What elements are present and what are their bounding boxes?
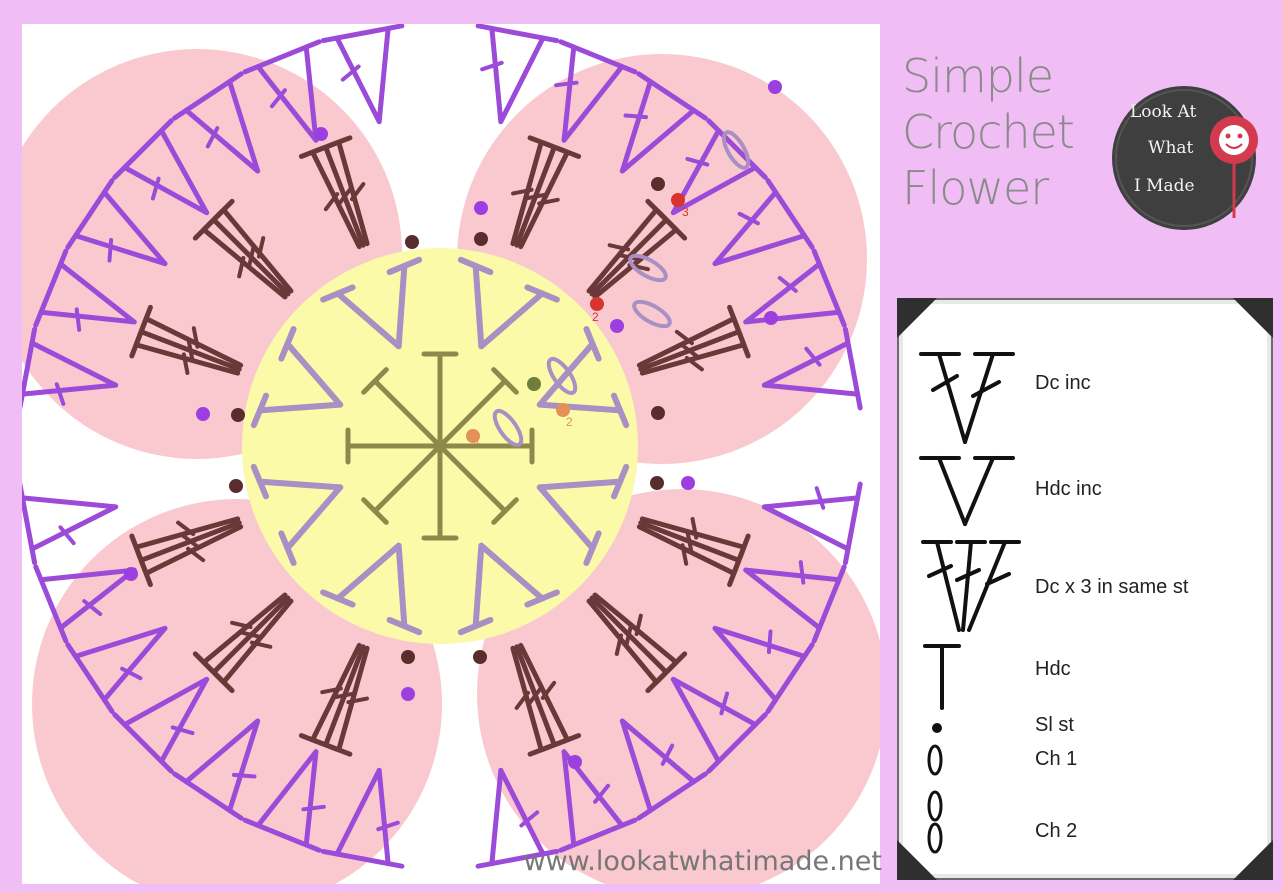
stitch-marker xyxy=(764,311,778,325)
legend-label-dc3: Dc x 3 in same st xyxy=(1035,576,1188,599)
stitch-marker xyxy=(590,297,604,311)
page-title: Simple Crochet Flower xyxy=(902,48,1102,216)
diagram-svg: 1 2 2 3 xyxy=(22,24,880,884)
slst-symbol xyxy=(932,723,942,733)
round4-dc-bar xyxy=(817,488,824,508)
legend-label-hdc: Hdc xyxy=(1035,658,1071,681)
stitch-marker xyxy=(568,755,582,769)
round4-dc-top xyxy=(22,484,35,563)
stitch-marker xyxy=(196,407,210,421)
title-line-3: Flower xyxy=(902,160,1102,216)
logo: Look At What I Made xyxy=(1108,78,1278,242)
round4-dc-bar xyxy=(482,63,502,70)
stitch-marker xyxy=(474,232,488,246)
round4-dc-inc xyxy=(22,498,115,507)
dc3-symbol xyxy=(923,542,1019,630)
stitch-marker xyxy=(651,406,665,420)
stitch-marker xyxy=(650,476,664,490)
stitch-marker xyxy=(401,687,415,701)
stitch-marker xyxy=(527,377,541,391)
legend-label-ch2: Ch 2 xyxy=(1035,820,1077,843)
stitch-marker xyxy=(473,650,487,664)
logo-text-2: What xyxy=(1148,138,1193,158)
stitch-marker xyxy=(229,479,243,493)
round4-dc-bar xyxy=(801,562,803,582)
logo-text-3: I Made xyxy=(1134,176,1195,196)
legend-label-hdc-inc: Hdc inc xyxy=(1035,478,1102,501)
crochet-diagram: 1 2 2 3 www.lookatwhatimade.net xyxy=(22,24,880,884)
round4-dc-bar xyxy=(769,632,771,653)
round4-dc-inc xyxy=(379,28,388,121)
stitch-marker xyxy=(474,201,488,215)
round-number: 1 xyxy=(474,433,481,447)
title-line-2: Crochet xyxy=(902,104,1102,160)
stitch-marker xyxy=(124,567,138,581)
round4-dc-inc xyxy=(764,498,857,507)
hdc-symbol xyxy=(925,646,959,708)
round4-dc-bar xyxy=(303,807,323,809)
ch1-symbol xyxy=(929,746,941,774)
legend-label-dc-inc: Dc inc xyxy=(1035,372,1091,395)
stitch-marker xyxy=(681,476,695,490)
legend-label-ch1: Ch 1 xyxy=(1035,748,1077,771)
logo-text-1: Look At xyxy=(1130,102,1196,122)
hdc-inc-symbol xyxy=(921,458,1013,524)
title-line-1: Simple xyxy=(902,48,1102,104)
stitch-marker xyxy=(651,177,665,191)
round4-dc-bar xyxy=(109,240,111,261)
stitch-marker xyxy=(231,408,245,422)
dc-inc-symbol xyxy=(921,354,1013,442)
round4-dc-bar xyxy=(77,309,79,329)
legend-card: Dc inc Hdc inc Dc x 3 in same st Hdc Sl … xyxy=(897,298,1273,880)
round4-dc-bar xyxy=(626,115,647,117)
website-url: www.lookatwhatimade.net xyxy=(462,846,882,877)
legend-label-slst: Sl st xyxy=(1035,714,1074,737)
round4-dc-bar xyxy=(234,775,255,777)
round-number: 2 xyxy=(566,415,573,429)
round4-dc-bar xyxy=(556,83,576,85)
round-number: 2 xyxy=(592,310,599,324)
round-number: 3 xyxy=(682,205,689,219)
ch2-symbol xyxy=(929,792,941,852)
stitch-marker xyxy=(401,650,415,664)
round4-dc-inc xyxy=(492,28,501,121)
stitch-marker xyxy=(405,235,419,249)
stitch-marker xyxy=(768,80,782,94)
stitch-marker xyxy=(610,319,624,333)
stitch-marker xyxy=(314,127,328,141)
